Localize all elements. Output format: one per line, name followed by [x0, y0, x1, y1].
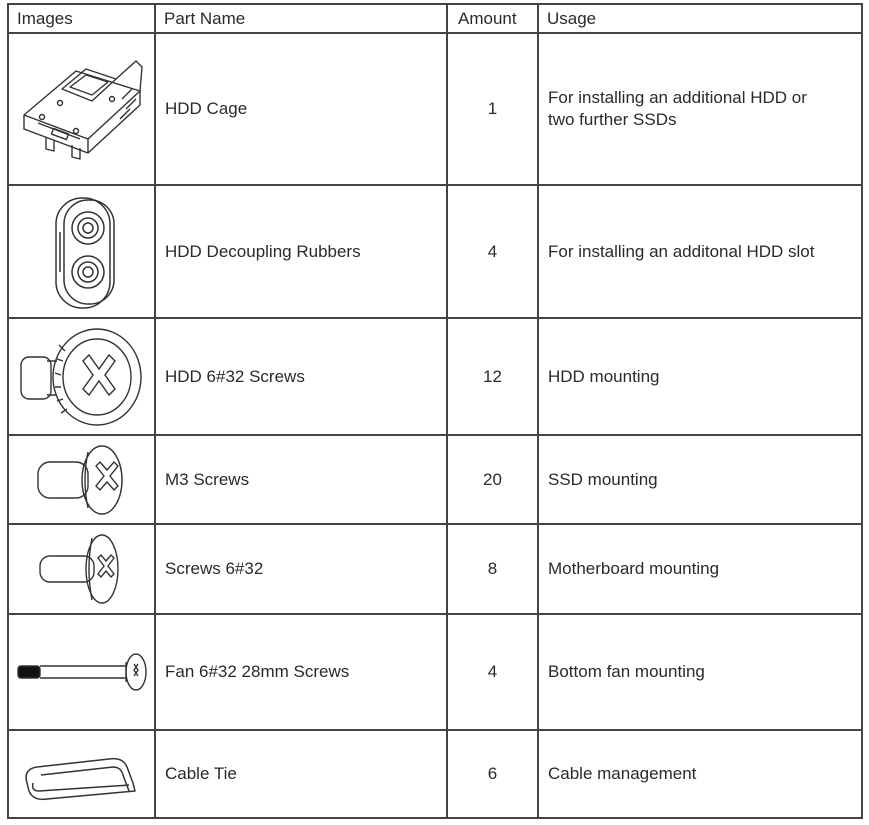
parts-table: Images Part Name Amount Usage [7, 3, 863, 819]
part-amount: 12 [446, 317, 539, 436]
table-row: Screws 6#32 8 Motherboard mounting [7, 523, 863, 615]
header-usage: Usage [537, 3, 863, 34]
part-name: HDD Cage [154, 32, 448, 186]
thumb-screw-icon [19, 327, 142, 426]
table-row: HDD Cage 1 For installing an additional … [7, 32, 863, 186]
part-usage: For installing an additonal HDD slot [548, 241, 815, 261]
part-name: HDD 6#32 Screws [154, 317, 448, 436]
part-amount: 8 [446, 523, 539, 615]
part-usage: Cable management [548, 764, 697, 783]
decoupling-rubber-icon [54, 196, 115, 309]
hdd-cage-icon [22, 60, 143, 160]
part-amount: 6 [446, 729, 539, 819]
part-amount: 1 [446, 32, 539, 186]
cable-tie-icon [24, 757, 136, 801]
table-row: Cable Tie 6 Cable management [7, 729, 863, 819]
part-amount: 4 [446, 184, 539, 319]
part-usage: SSD mounting [548, 469, 658, 489]
part-name: HDD Decoupling Rubbers [154, 184, 448, 319]
part-name: Cable Tie [154, 729, 448, 819]
m3-screw-icon [36, 444, 123, 515]
part-usage: Motherboard mounting [548, 559, 720, 578]
table-row: Fan 6#32 28mm Screws 4 Bottom fan mounti… [7, 613, 863, 731]
header-part-name: Part Name [154, 3, 448, 34]
header-row: Images Part Name Amount Usage [7, 3, 863, 34]
long-screw-icon [16, 653, 147, 691]
part-usage: HDD mounting [548, 366, 660, 386]
part-name: Screws 6#32 [154, 523, 448, 615]
table-row: HDD 6#32 Screws 12 HDD mounting [7, 317, 863, 436]
header-images: Images [7, 3, 156, 34]
table-row: M3 Screws 20 SSD mounting [7, 434, 863, 525]
part-usage: For installing an additional HDD or two … [548, 88, 807, 129]
table-row: HDD Decoupling Rubbers 4 For installing … [7, 184, 863, 319]
part-amount: 20 [446, 434, 539, 525]
screw-icon [38, 534, 119, 604]
part-name: Fan 6#32 28mm Screws [154, 613, 448, 731]
part-name: M3 Screws [154, 434, 448, 525]
part-usage: Bottom fan mounting [548, 662, 705, 681]
header-amount: Amount [446, 3, 539, 34]
part-amount: 4 [446, 613, 539, 731]
